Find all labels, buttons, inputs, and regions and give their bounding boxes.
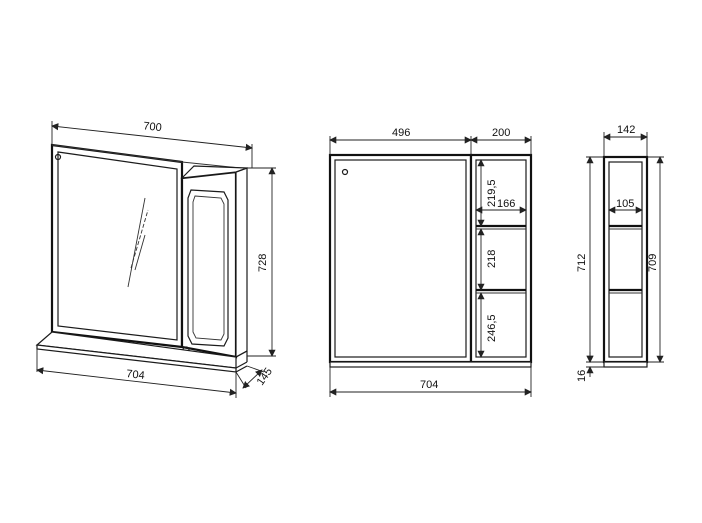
iso-door-panel xyxy=(187,189,229,347)
front-mirror-frame xyxy=(328,153,473,364)
side-frame xyxy=(602,155,649,364)
side-dim-height-outer: 712 xyxy=(576,254,588,272)
front-dim-shelf-width: 200 xyxy=(492,127,510,139)
iso-dim-width-top: 700 xyxy=(143,120,163,134)
front-dim-mirror-width: 496 xyxy=(392,127,410,139)
side-base xyxy=(603,361,648,368)
front-base xyxy=(329,361,532,368)
iso-reflection-1 xyxy=(127,197,146,288)
front-dim-bottom-shelf-height: 246,5 xyxy=(486,314,498,342)
iso-dim-height: 728 xyxy=(257,254,269,272)
side-view: 142 105 712 709 16 xyxy=(576,124,664,382)
isometric-view: 700 704 728 145 xyxy=(35,120,276,398)
front-light-icon xyxy=(341,168,349,176)
front-dim-top-shelf-height: 219,5 xyxy=(486,179,498,207)
front-dim-total-width: 704 xyxy=(420,379,438,391)
iso-light-icon xyxy=(54,153,62,161)
iso-mirror-panel xyxy=(50,143,184,349)
front-mirror-inner xyxy=(334,159,467,358)
side-dim-base-thickness: 16 xyxy=(576,370,588,382)
side-dim-height-inner: 709 xyxy=(647,254,659,272)
front-view: 496 200 219,5 166 218 246,5 704 xyxy=(328,127,533,397)
side-dim-depth: 142 xyxy=(617,124,635,136)
iso-mirror-inner xyxy=(57,151,178,341)
front-dim-inner-width: 166 xyxy=(497,198,515,210)
iso-dim-depth: 145 xyxy=(255,366,275,388)
side-dim-inner-depth: 105 xyxy=(616,198,634,210)
iso-cabinet-side xyxy=(235,167,248,359)
iso-dim-width-bottom: 704 xyxy=(126,368,146,382)
front-dim-mid-shelf-height: 218 xyxy=(486,250,498,268)
front-shelf-frame xyxy=(469,153,533,364)
